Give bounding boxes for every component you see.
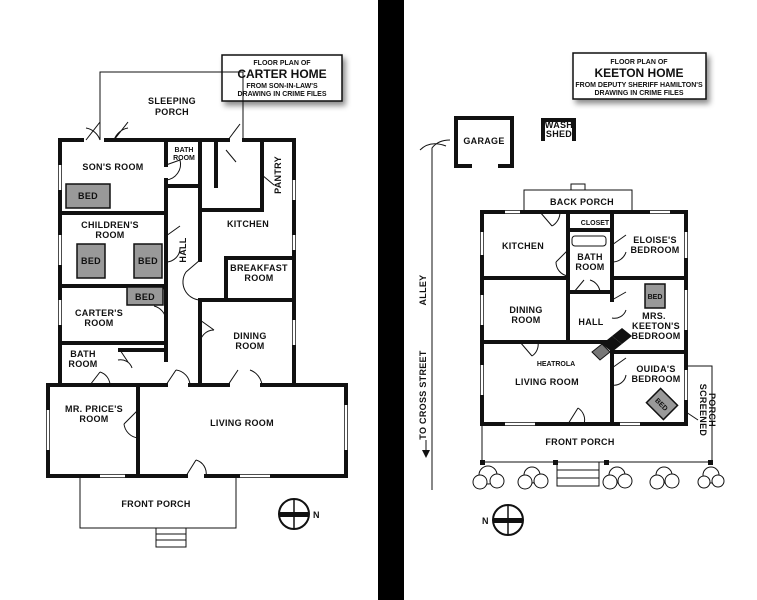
- keeton-front-porch: FRONT PORCH: [472, 424, 725, 490]
- bed-label: BED: [81, 256, 101, 266]
- carter-price-label-1: MR. PRICE'S: [65, 404, 123, 414]
- keeton-screened-porch: SCREENED PORCH: [686, 365, 717, 462]
- carter-pantry-label: PANTRY: [273, 156, 283, 194]
- carter-title-box: FLOOR PLAN OF CARTER HOME FROM SON-IN-LA…: [221, 54, 343, 102]
- keeton-dining-label-2: ROOM: [511, 315, 540, 325]
- carter-subtitle-2: DRAWING IN CRIME FILES: [237, 91, 326, 98]
- keeton-front-steps: [556, 461, 600, 487]
- keeton-shrubs: [472, 465, 725, 490]
- carter-breakfast-label-1: BREAKFAST: [230, 263, 288, 273]
- bed-carters-room: BED: [126, 286, 164, 306]
- bed-label: BED: [135, 292, 155, 302]
- keeton-eloise-label-1: ELOISE'S: [633, 235, 677, 245]
- keeton-doors: [519, 211, 699, 425]
- keeton-alley: ALLEY TO CROSS STREET: [418, 139, 451, 490]
- carter-bath2-label-2: ROOM: [68, 359, 97, 369]
- keeton-closet-label: CLOSET: [581, 220, 610, 227]
- carter-front-porch: FRONT PORCH: [79, 476, 237, 548]
- keeton-title-box: FLOOR PLAN OF KEETON HOME FROM DEPUTY SH…: [572, 52, 707, 100]
- keeton-ouida-label-1: OUIDA'S: [636, 364, 675, 374]
- keeton-alley-label: ALLEY: [418, 274, 428, 305]
- keeton-heatrola: HEATROLA: [537, 328, 632, 368]
- keeton-mrs-label-1: MRS.: [642, 311, 666, 321]
- bed-label: BED: [648, 294, 663, 301]
- keeton-front-porch-label: FRONT PORCH: [545, 437, 614, 447]
- carter-childrens-label-2: ROOM: [95, 230, 124, 240]
- carter-north-arrow: N: [278, 498, 320, 530]
- carter-sleeping-porch: SLEEPING PORCH: [85, 71, 244, 141]
- keeton-mrs-label-2: KEETON'S: [632, 321, 680, 331]
- carter-bath-label-2: ROOM: [173, 155, 195, 162]
- carter-title-small: FLOOR PLAN OF: [253, 60, 311, 67]
- compass-arrow-icon: N: [482, 516, 489, 526]
- keeton-hall-label: HALL: [578, 317, 603, 327]
- carter-front-porch-label: FRONT PORCH: [121, 499, 190, 509]
- carter-breakfast-label-2: ROOM: [244, 273, 273, 283]
- carter-dining-label-1: DINING: [233, 331, 266, 341]
- carter-bath2-label-1: BATH: [70, 349, 96, 359]
- carter-carters-label-1: CARTER'S: [75, 308, 123, 318]
- carter-childrens-label-1: CHILDREN'S: [81, 220, 139, 230]
- carter-dining-label-2: ROOM: [235, 341, 264, 351]
- keeton-wash-label-1: WASH: [545, 120, 573, 130]
- center-divider: [378, 0, 404, 600]
- carter-carters-label-2: ROOM: [84, 318, 113, 328]
- keeton-windows: [480, 210, 688, 426]
- bed-mrs-keetons-bedroom: BED: [644, 283, 666, 309]
- keeton-walls: [480, 210, 688, 426]
- bed-label: BED: [138, 256, 158, 266]
- keeton-dining-label-1: DINING: [509, 305, 542, 315]
- keeton-garage-label: GARAGE: [463, 136, 504, 146]
- carter-title: CARTER HOME: [237, 67, 326, 81]
- keeton-back-porch-label: BACK PORCH: [550, 197, 614, 207]
- carter-sons-room-label: SON'S ROOM: [82, 162, 143, 172]
- carter-subtitle-1: FROM SON-IN-LAW'S: [246, 83, 318, 90]
- keeton-kitchen-label: KITCHEN: [502, 241, 544, 251]
- keeton-living-label: LIVING ROOM: [515, 377, 579, 387]
- keeton-cross-street-label: TO CROSS STREET: [418, 350, 428, 440]
- keeton-plan: FLOOR PLAN OF KEETON HOME FROM DEPUTY SH…: [418, 52, 725, 536]
- keeton-garage: GARAGE: [454, 116, 514, 168]
- carter-price-label-2: ROOM: [79, 414, 108, 424]
- keeton-back-porch: BACK PORCH: [523, 183, 633, 212]
- carter-sleeping-porch-label-2: PORCH: [155, 107, 189, 117]
- carter-beds: BED BED BED BED: [65, 183, 164, 306]
- carter-windows: [46, 165, 348, 478]
- keeton-mrs-label-3: BEDROOM: [631, 331, 680, 341]
- keeton-heatrola-label: HEATROLA: [537, 361, 575, 368]
- carter-kitchen-label: KITCHEN: [227, 219, 269, 229]
- carter-living-label: LIVING ROOM: [210, 418, 274, 428]
- keeton-bath-label-2: ROOM: [575, 262, 604, 272]
- keeton-subtitle-1: FROM DEPUTY SHERIFF HAMILTON'S: [575, 82, 703, 89]
- carter-hall-label: HALL: [178, 237, 188, 262]
- keeton-eloise-label-2: BEDROOM: [630, 245, 679, 255]
- keeton-title: KEETON HOME: [594, 66, 683, 80]
- keeton-ouida-label-2: BEDROOM: [631, 374, 680, 384]
- carter-plan: FLOOR PLAN OF CARTER HOME FROM SON-IN-LA…: [46, 54, 348, 548]
- keeton-north-arrow: N: [482, 504, 524, 536]
- keeton-wash-shed: WASH SHED: [541, 118, 576, 141]
- bed-childrens-room-2: BED: [133, 243, 163, 279]
- keeton-bath-label-1: BATH: [577, 252, 603, 262]
- bed-ouidas-bedroom: BED: [645, 387, 679, 421]
- keeton-bathtub: [571, 235, 607, 247]
- keeton-wash-label-2: SHED: [546, 129, 572, 139]
- keeton-screened-label-2: PORCH: [707, 393, 717, 427]
- keeton-title-small: FLOOR PLAN OF: [610, 59, 668, 66]
- carter-sleeping-porch-label-1: SLEEPING: [148, 96, 196, 106]
- keeton-subtitle-2: DRAWING IN CRIME FILES: [594, 90, 683, 97]
- compass-arrow-icon: N: [313, 510, 320, 520]
- keeton-screened-label-1: SCREENED: [698, 384, 708, 437]
- carter-walls: [46, 138, 348, 478]
- keeton-beds: BED BED: [644, 283, 679, 421]
- bed-childrens-room-1: BED: [76, 243, 106, 279]
- bed-sons-room: BED: [65, 183, 111, 209]
- bed-label: BED: [78, 191, 98, 201]
- carter-bath-label-1: BATH: [175, 147, 194, 154]
